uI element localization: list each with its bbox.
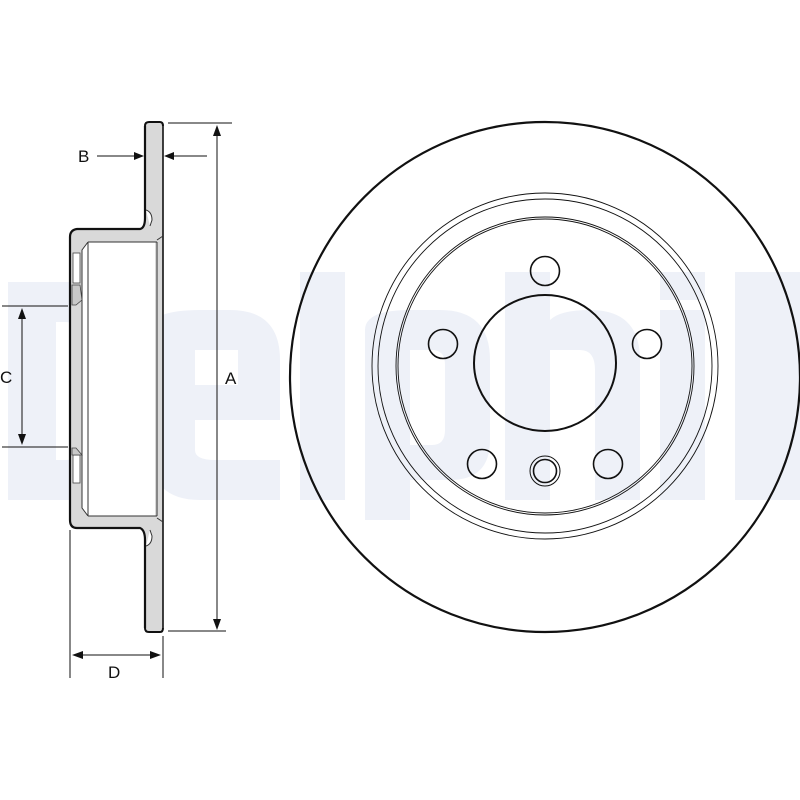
dimension-label-a: A bbox=[225, 369, 237, 388]
cross-section-view bbox=[68, 121, 164, 633]
bolt-hole bbox=[427, 328, 459, 360]
dimension-label-c: C bbox=[0, 368, 13, 387]
disc-outer-edge bbox=[288, 120, 800, 634]
bolt-hole bbox=[466, 448, 498, 480]
face-view bbox=[288, 120, 800, 634]
dimension-label-b: B bbox=[78, 147, 90, 166]
dimension-label-d: D bbox=[108, 663, 121, 682]
hat-ring-mid bbox=[377, 198, 713, 534]
locating-hole-outer bbox=[529, 455, 561, 487]
hat-ring-inner-a bbox=[395, 216, 695, 516]
bolt-hole bbox=[529, 255, 561, 287]
bolt-hole bbox=[592, 448, 624, 480]
hat-ring-outer bbox=[371, 192, 719, 540]
bolt-hole bbox=[631, 328, 663, 360]
locating-hole bbox=[532, 458, 558, 484]
dimension-lines bbox=[2, 122, 232, 678]
hat-ring-inner-b bbox=[397, 218, 693, 514]
center-bore bbox=[473, 294, 617, 432]
